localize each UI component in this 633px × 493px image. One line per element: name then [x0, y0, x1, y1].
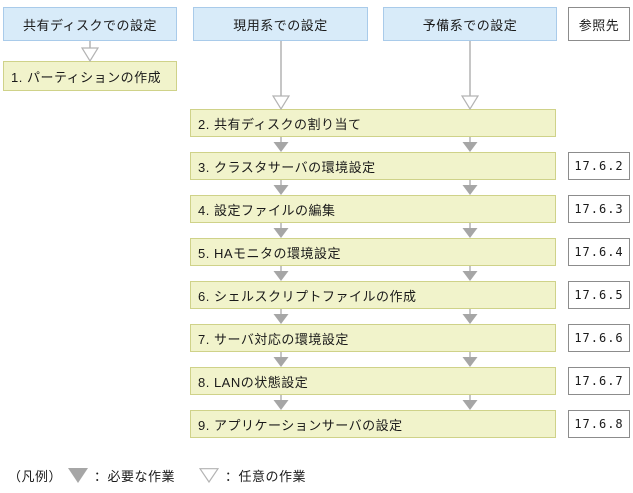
required-task-arrow-icon [68, 467, 89, 483]
legend-title: （凡例） [8, 468, 63, 484]
ref-box: 17.6.5 [568, 281, 630, 309]
optional-task-arrow-icon [271, 41, 291, 111]
step-box: 3. クラスタサーバの環境設定 [190, 152, 556, 180]
step-box: 2. 共有ディスクの割り当て [190, 109, 556, 137]
required-task-arrow-icon [273, 137, 289, 152]
optional-task-arrow-icon [80, 41, 100, 63]
required-task-arrow-icon [462, 180, 478, 195]
optional-task-arrow-icon [199, 467, 220, 483]
step-box: 9. アプリケーションサーバの設定 [190, 410, 556, 438]
column-header-reference: 参照先 [568, 7, 630, 41]
required-task-arrow-icon [273, 395, 289, 410]
required-task-arrow-icon [273, 309, 289, 324]
required-task-arrow-icon [462, 137, 478, 152]
required-task-arrow-icon [462, 395, 478, 410]
ref-box: 17.6.4 [568, 238, 630, 266]
step-box-partition: 1. パーティションの作成 [3, 61, 177, 91]
column-header-shared-disk: 共有ディスクでの設定 [3, 7, 177, 41]
column-header-active-system: 現用系での設定 [193, 7, 368, 41]
column-header-standby-system: 予備系での設定 [383, 7, 557, 41]
step-box: 8. LANの状態設定 [190, 367, 556, 395]
step-box: 4. 設定ファイルの編集 [190, 195, 556, 223]
ref-box: 17.6.8 [568, 410, 630, 438]
legend: （凡例） ：必要な作業 ：任意の作業 [8, 464, 306, 486]
required-task-arrow-icon [462, 223, 478, 238]
ref-box: 17.6.2 [568, 152, 630, 180]
required-task-arrow-icon [273, 266, 289, 281]
ref-box: 17.6.7 [568, 367, 630, 395]
required-task-arrow-icon [273, 180, 289, 195]
required-task-arrow-icon [273, 352, 289, 367]
ref-box: 17.6.6 [568, 324, 630, 352]
required-task-arrow-icon [462, 266, 478, 281]
optional-task-arrow-icon [460, 41, 480, 111]
step-box: 6. シェルスクリプトファイルの作成 [190, 281, 556, 309]
ref-box: 17.6.3 [568, 195, 630, 223]
required-task-arrow-icon [273, 223, 289, 238]
step-box: 7. サーバ対応の環境設定 [190, 324, 556, 352]
required-task-arrow-icon [462, 352, 478, 367]
legend-required-label: ：必要な作業 [94, 468, 176, 484]
step-box: 5. HAモニタの環境設定 [190, 238, 556, 266]
legend-optional-label: ：任意の作業 [225, 468, 307, 484]
required-task-arrow-icon [462, 309, 478, 324]
